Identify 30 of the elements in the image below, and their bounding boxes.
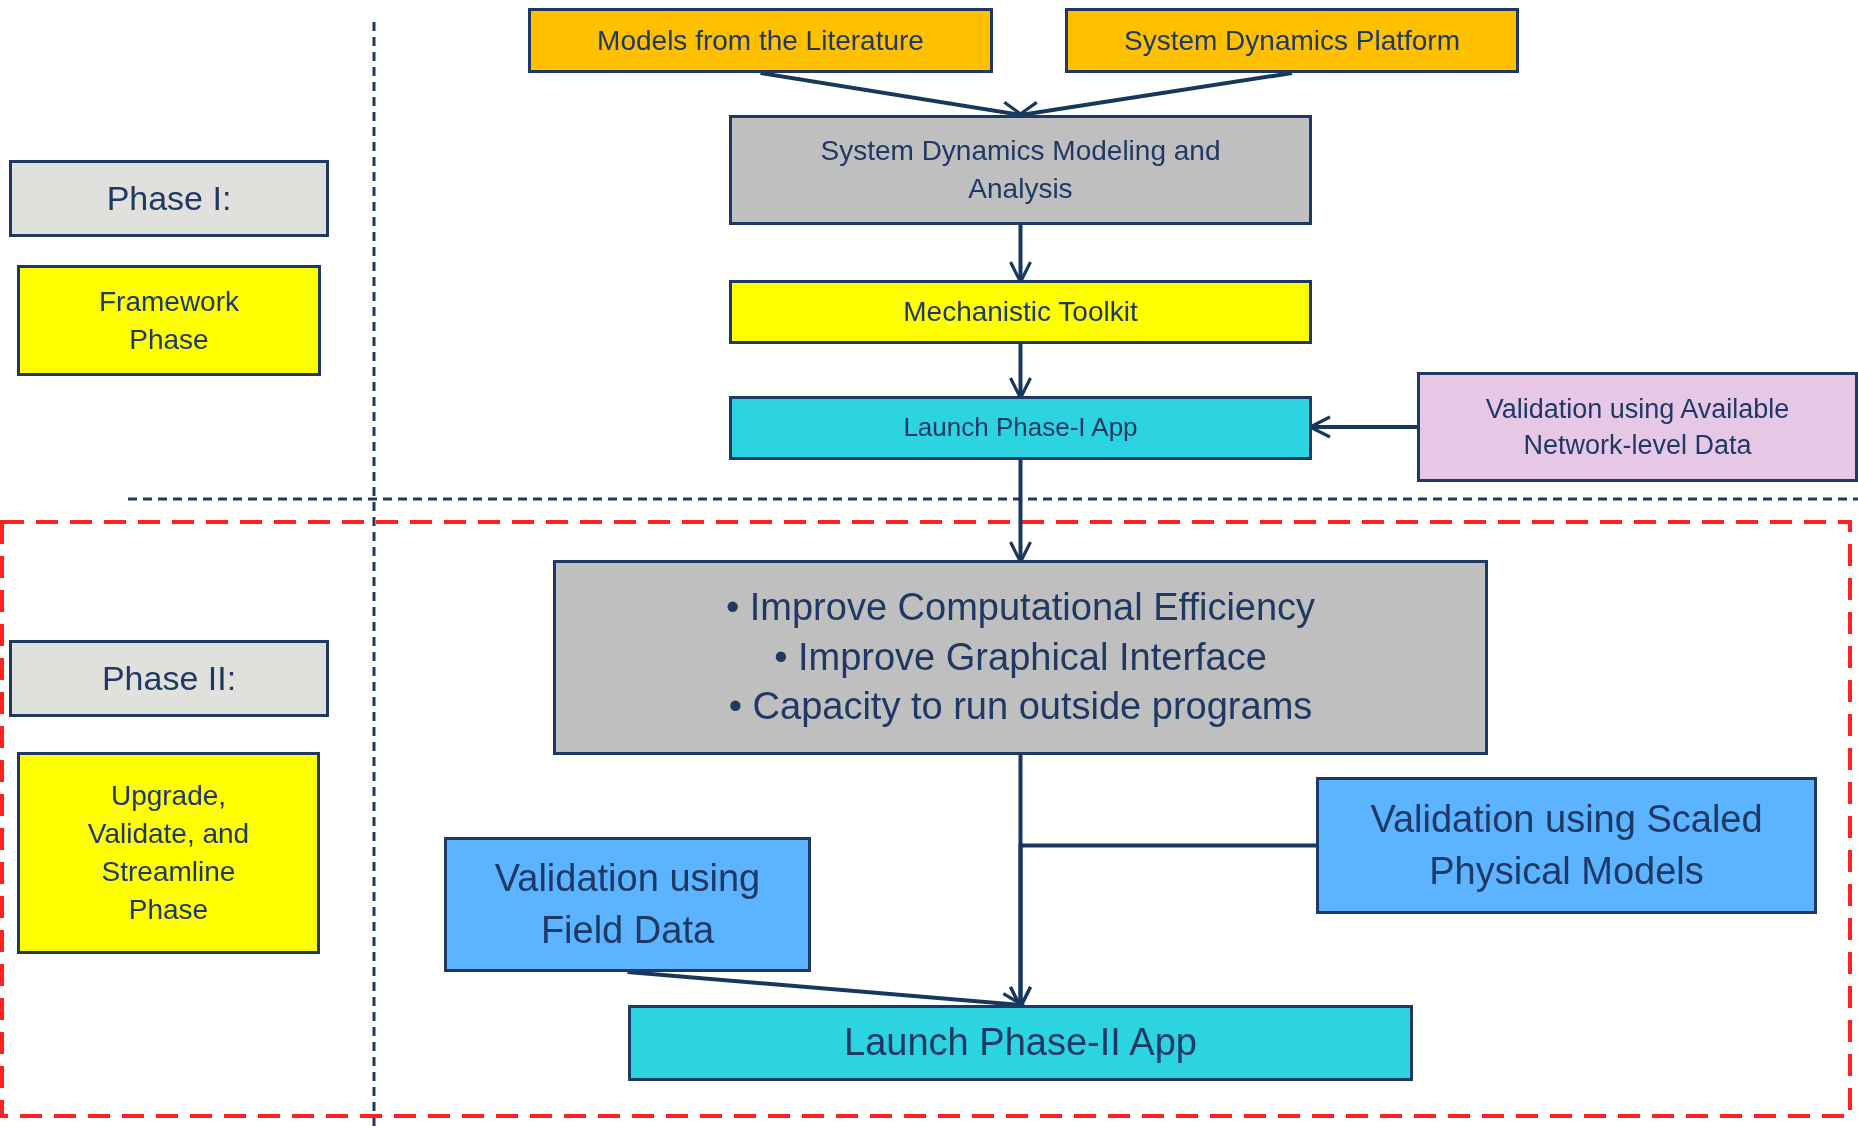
process-box (729, 396, 1312, 460)
bullet-item: • Capacity to run outside programs (728, 684, 1313, 730)
box-label: Validation using Scaled Physical Models (1369, 797, 1764, 894)
box-label: Models from the Literature (597, 23, 924, 58)
box-label: System Dynamics Modeling and Analysis (819, 134, 1222, 206)
box-label: Validation using Field Data (493, 856, 762, 953)
process-box (1065, 8, 1519, 73)
bullet-item: • Improve Computational Efficiency (725, 585, 1316, 631)
process-box (729, 115, 1312, 225)
box-label: System Dynamics Platform (1123, 23, 1461, 58)
bullet-item: • Improve Graphical Interface (774, 634, 1267, 680)
process-box (628, 1005, 1413, 1081)
box-label: Framework Phase (98, 284, 240, 357)
process-box (444, 837, 811, 972)
box-label: Mechanistic Toolkit (903, 295, 1138, 330)
process-box (1316, 777, 1817, 914)
box-label: Upgrade, Validate, and Streamline Phase (86, 779, 251, 927)
box-label: Validation using Available Network-level Data (1484, 392, 1791, 462)
process-box (17, 265, 321, 376)
process-box (1417, 372, 1858, 482)
process-box (17, 752, 320, 954)
process-box (729, 280, 1312, 344)
box-label: Phase II: (101, 657, 237, 699)
box-label: Launch Phase-II App (844, 1020, 1197, 1066)
box-label: Launch Phase-I App (903, 411, 1138, 445)
process-box (553, 560, 1488, 755)
process-box (528, 8, 993, 73)
box-label: Phase I: (106, 177, 232, 219)
process-box (9, 640, 329, 717)
process-box (9, 160, 329, 237)
